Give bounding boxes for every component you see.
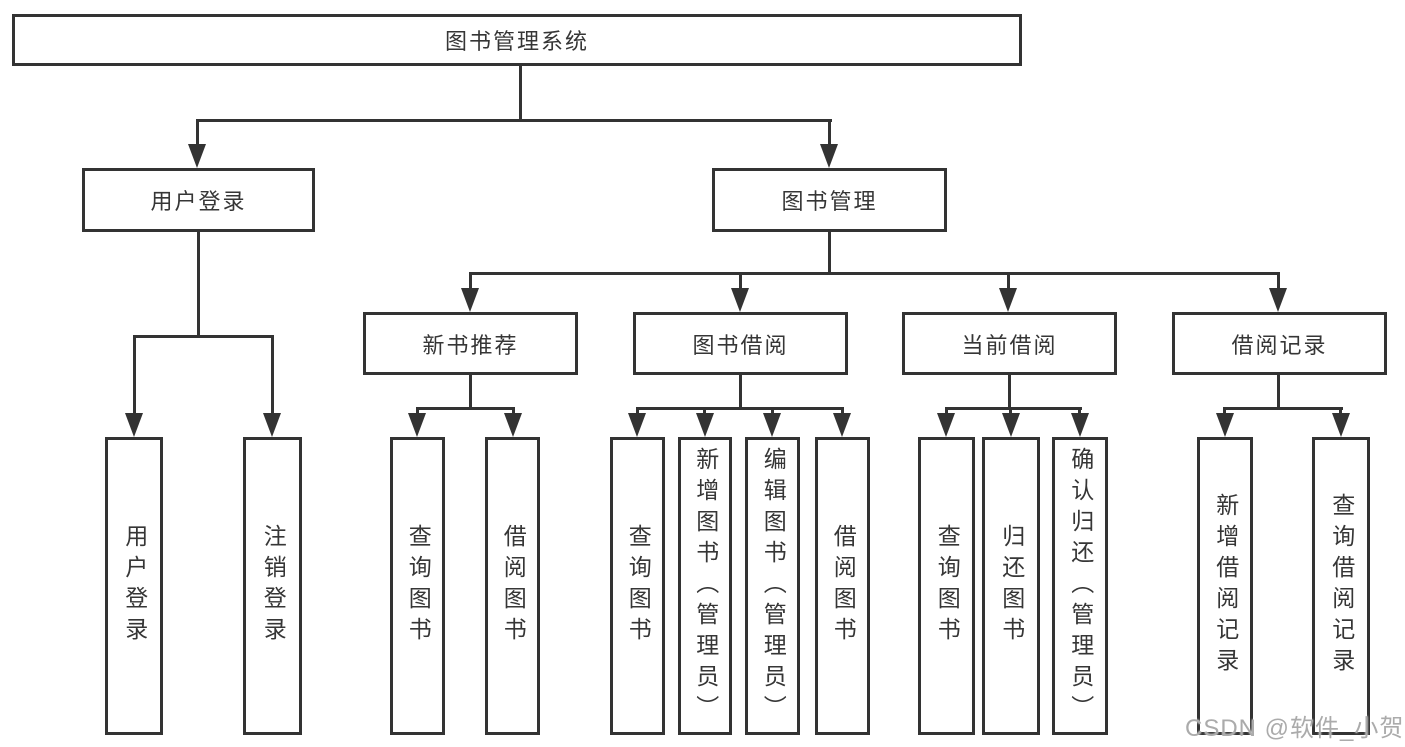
connector-line bbox=[739, 272, 742, 292]
leaf-query-borrow-record: 查询借阅记录 bbox=[1312, 437, 1370, 735]
leaf-edit-book-admin: 编辑图书（管理员） bbox=[745, 437, 800, 735]
connector-line bbox=[636, 407, 639, 417]
connector-line bbox=[1009, 407, 1012, 417]
connector-line bbox=[133, 335, 274, 338]
connector-line bbox=[1007, 272, 1010, 292]
connector-line bbox=[1008, 372, 1011, 410]
arrow-down-icon bbox=[696, 413, 714, 437]
node-root-library-system: 图书管理系统 bbox=[12, 14, 1022, 66]
leaf-logout: 注销登录 bbox=[243, 437, 302, 735]
connector-line bbox=[636, 407, 844, 410]
connector-line bbox=[196, 119, 832, 122]
arrow-down-icon bbox=[820, 144, 838, 168]
connector-line bbox=[828, 119, 831, 149]
node-user-login: 用户登录 bbox=[82, 168, 315, 232]
connector-line bbox=[469, 272, 1280, 275]
connector-line bbox=[1223, 407, 1343, 410]
leaf-add-book-admin: 新增图书（管理员） bbox=[678, 437, 732, 735]
node-new-book-recommend: 新书推荐 bbox=[363, 312, 578, 375]
connector-line bbox=[828, 230, 831, 275]
connector-line bbox=[133, 335, 136, 417]
arrow-down-icon bbox=[1332, 413, 1350, 437]
connector-line bbox=[469, 372, 472, 410]
arrow-down-icon bbox=[125, 413, 143, 437]
node-current-borrow: 当前借阅 bbox=[902, 312, 1117, 375]
leaf-confirm-return-admin: 确认归还（管理员） bbox=[1052, 437, 1108, 735]
csdn-watermark: CSDN @软件_小贺同学 bbox=[1185, 715, 1405, 742]
arrow-down-icon bbox=[1216, 413, 1234, 437]
leaf-query-book-1: 查询图书 bbox=[390, 437, 445, 735]
connector-line bbox=[469, 272, 472, 292]
leaf-query-book-2: 查询图书 bbox=[610, 437, 665, 735]
connector-line bbox=[416, 407, 419, 417]
leaf-user-login: 用户登录 bbox=[105, 437, 163, 735]
connector-line bbox=[1339, 407, 1342, 417]
arrow-down-icon bbox=[833, 413, 851, 437]
connector-line bbox=[771, 407, 774, 417]
connector-line bbox=[703, 407, 706, 417]
connector-line bbox=[1223, 407, 1226, 417]
connector-line bbox=[197, 230, 200, 338]
node-book-borrow: 图书借阅 bbox=[633, 312, 848, 375]
connector-line bbox=[945, 407, 948, 417]
connector-line bbox=[739, 372, 742, 410]
arrow-down-icon bbox=[1269, 288, 1287, 312]
arrow-down-icon bbox=[1071, 413, 1089, 437]
connector-line bbox=[271, 335, 274, 417]
leaf-add-borrow-record: 新增借阅记录 bbox=[1197, 437, 1253, 735]
node-book-management: 图书管理 bbox=[712, 168, 947, 232]
arrow-down-icon bbox=[999, 288, 1017, 312]
connector-line bbox=[1277, 372, 1280, 410]
arrow-down-icon bbox=[1002, 413, 1020, 437]
arrow-down-icon bbox=[731, 288, 749, 312]
connector-line bbox=[512, 407, 515, 417]
arrow-down-icon bbox=[461, 288, 479, 312]
arrow-down-icon bbox=[263, 413, 281, 437]
arrow-down-icon bbox=[504, 413, 522, 437]
arrow-down-icon bbox=[628, 413, 646, 437]
arrow-down-icon bbox=[188, 144, 206, 168]
leaf-borrow-book-2: 借阅图书 bbox=[815, 437, 870, 735]
connector-line bbox=[519, 63, 522, 122]
arrow-down-icon bbox=[937, 413, 955, 437]
connector-line bbox=[1078, 407, 1081, 417]
leaf-borrow-book-1: 借阅图书 bbox=[485, 437, 540, 735]
connector-line bbox=[196, 119, 199, 149]
connector-line bbox=[945, 407, 1082, 410]
leaf-return-book: 归还图书 bbox=[982, 437, 1040, 735]
connector-line bbox=[416, 407, 515, 410]
arrow-down-icon bbox=[763, 413, 781, 437]
leaf-query-book-3: 查询图书 bbox=[918, 437, 975, 735]
arrow-down-icon bbox=[408, 413, 426, 437]
connector-line bbox=[841, 407, 844, 417]
connector-line bbox=[1277, 272, 1280, 292]
node-borrow-records: 借阅记录 bbox=[1172, 312, 1387, 375]
